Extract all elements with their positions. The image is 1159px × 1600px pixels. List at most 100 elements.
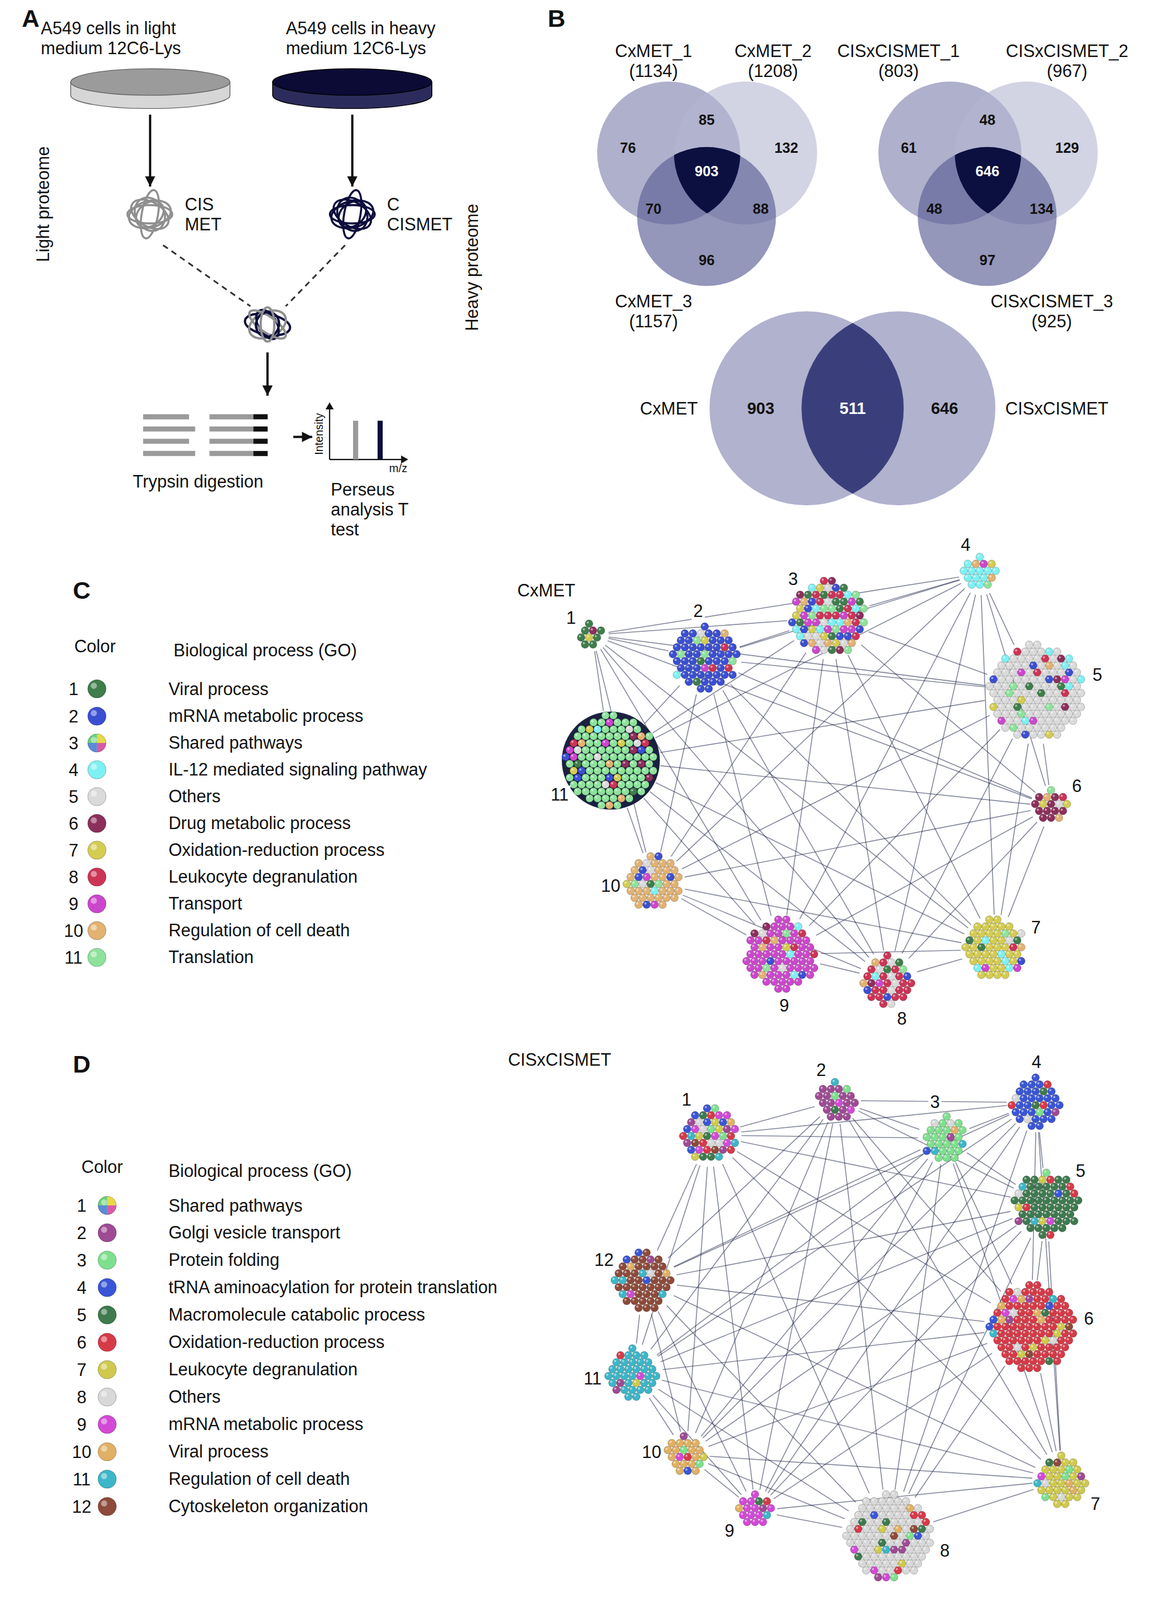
legend-text: Others <box>168 787 221 806</box>
legend-number: 7 <box>77 1361 87 1379</box>
legend-number: 6 <box>77 1334 87 1352</box>
legend-row: Transport <box>86 893 242 915</box>
legend-swatch-fill <box>98 1278 117 1298</box>
node-text: Trypsin digestion <box>132 471 291 492</box>
legend-swatch <box>96 1387 118 1408</box>
legend-header: Biological process (GO) <box>168 1162 352 1180</box>
network-link <box>676 1212 1011 1276</box>
network-cluster: 1 <box>679 1104 741 1166</box>
legend-swatch <box>96 1332 118 1353</box>
legend-swatch <box>96 1441 118 1463</box>
legend-swatch <box>96 1359 118 1381</box>
protein-balls <box>577 619 609 651</box>
network-link <box>660 694 697 853</box>
legend-row: Leukocyte degranulation <box>86 866 358 888</box>
protein-balls <box>561 711 660 810</box>
network-link <box>650 1119 824 1350</box>
legend-number: 4 <box>68 760 79 778</box>
merged-proteome <box>242 305 292 345</box>
legend-number: 5 <box>77 1306 87 1324</box>
node-text: CISxCISMET_2 (967) <box>1006 41 1129 81</box>
legend-swatch-fill <box>98 1470 117 1489</box>
venn-overlap <box>637 147 776 286</box>
network-link <box>684 810 1031 878</box>
network-link <box>1040 1373 1056 1452</box>
network-link <box>821 950 962 954</box>
network-link <box>953 1163 1053 1453</box>
legend-text: mRNA metabolic process <box>168 706 364 726</box>
venn-circle: CISxCISMET <box>801 311 996 506</box>
network-link <box>608 637 985 686</box>
network-link <box>708 1343 988 1448</box>
node-text: 7 <box>1029 918 1043 936</box>
network-link <box>1043 744 1049 786</box>
network-link <box>786 659 824 916</box>
legend-text: Viral process <box>168 679 269 699</box>
protein-balls <box>918 1112 971 1165</box>
legend-swatch-fill <box>98 1443 117 1462</box>
legend-swatch-fill <box>98 1415 117 1434</box>
protein-balls <box>1007 1074 1065 1132</box>
legend-row: Oxidation-reduction process <box>96 1332 385 1353</box>
node-text: A549 cells in heavy medium 12C6-Lys <box>285 18 440 59</box>
venn-count: 61 <box>900 140 917 156</box>
legend-row: Regulation of cell death <box>86 920 350 942</box>
network-link <box>707 1464 845 1520</box>
network-link <box>682 715 991 870</box>
legend-text: Macromolecule catabolic process <box>168 1306 425 1325</box>
venn-count: 903 <box>694 164 719 179</box>
legend-swatch-fill <box>87 921 107 940</box>
protein-balls <box>985 641 1088 744</box>
network-link <box>1036 1241 1043 1282</box>
flow-arrow <box>351 114 354 187</box>
network-link <box>677 1285 985 1323</box>
network-link <box>1008 827 1044 918</box>
legend-swatch <box>86 840 108 861</box>
network-link <box>917 959 963 973</box>
network-cluster: 9 <box>735 1490 777 1533</box>
protein-balls <box>985 1281 1078 1374</box>
protein-balls <box>735 1490 777 1533</box>
node-text: 11 <box>548 785 571 804</box>
legend-number: 2 <box>68 707 79 725</box>
legend-number: 12 <box>71 1498 92 1516</box>
legend-number: 10 <box>63 922 84 940</box>
network-link <box>861 645 1036 793</box>
network-link <box>776 1515 843 1529</box>
node-text: CxMET <box>639 398 698 419</box>
network-link <box>673 1295 1035 1468</box>
legend-swatch-fill <box>98 1251 117 1270</box>
network-link <box>849 1121 1047 1456</box>
network-link <box>627 808 644 854</box>
node-text: 9 <box>777 997 791 1015</box>
venn-count: 511 <box>839 400 866 417</box>
legend-swatch <box>96 1277 118 1299</box>
network-link <box>869 580 960 607</box>
legend-swatch <box>96 1305 118 1326</box>
venn-count: 96 <box>698 253 715 268</box>
node-text: 3 <box>786 570 800 588</box>
peptide-group: Trypsin digestion <box>132 406 291 493</box>
legend-text: Shared pathways <box>168 733 303 753</box>
legend-text: Shared pathways <box>168 1196 303 1216</box>
legend-row: Shared pathways <box>96 1195 303 1217</box>
legend-swatch <box>86 813 108 834</box>
network-cluster: 10 <box>622 852 684 914</box>
network-link <box>644 685 680 724</box>
legend-swatch-fill <box>87 706 107 725</box>
network-cluster: 3 <box>918 1112 971 1165</box>
protein-balls <box>1010 1169 1082 1241</box>
venn-count: 48 <box>926 201 943 217</box>
network-link <box>986 594 1046 786</box>
legend-swatch <box>96 1195 118 1217</box>
legend-swatch <box>96 1496 118 1518</box>
legend-number: 4 <box>77 1279 87 1297</box>
flow-arrow <box>148 114 152 187</box>
protein-balls <box>961 916 1029 984</box>
network-title: CISxCISMET <box>508 1051 612 1069</box>
network-link <box>908 822 1037 959</box>
venn-disc <box>801 311 996 506</box>
network-cluster: 12 <box>610 1249 677 1315</box>
network-link <box>700 1159 928 1437</box>
digest-arrow <box>266 352 269 396</box>
